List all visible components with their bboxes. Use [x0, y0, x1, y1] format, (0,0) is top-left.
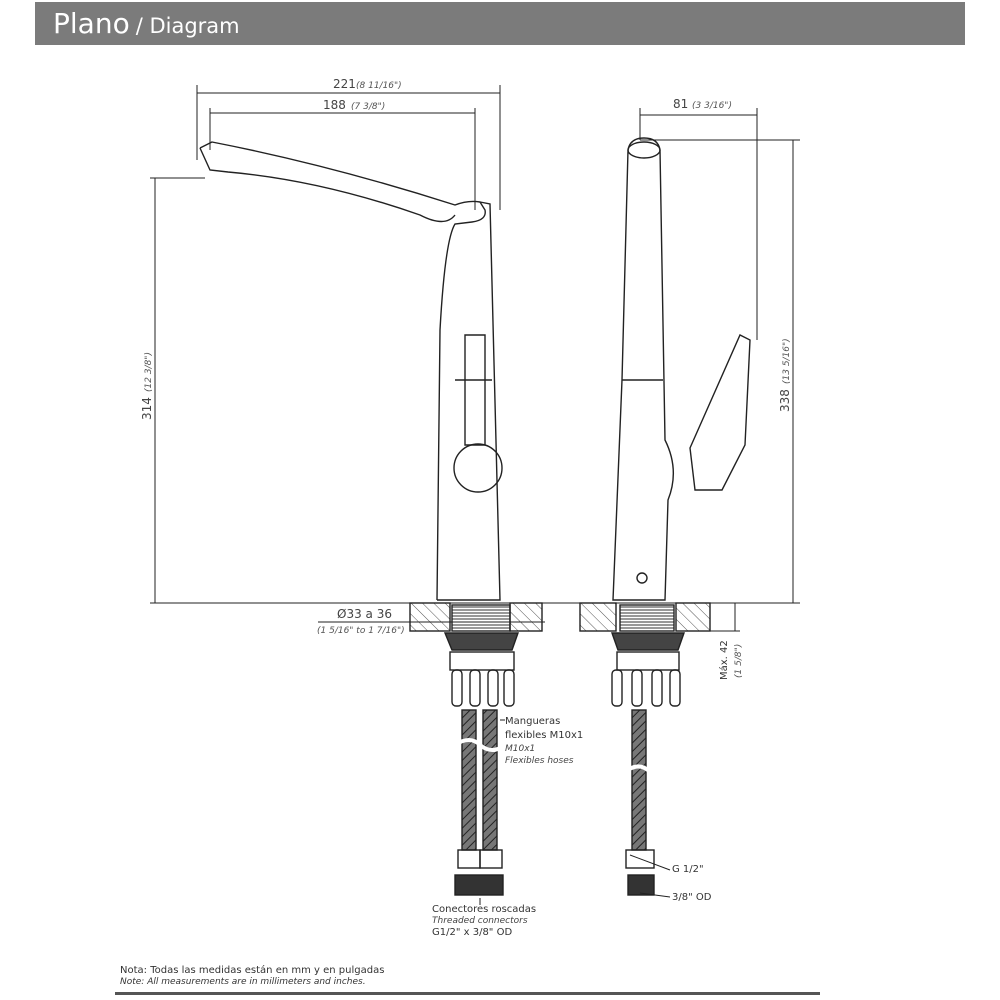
dim-188-in: (7 3/8")	[351, 102, 385, 112]
dim-221-in: (8 11/16")	[356, 81, 402, 91]
side-view	[612, 137, 751, 601]
dim-338-in: (13 5/16")	[782, 338, 792, 384]
dim-max-42: Máx. 42	[718, 640, 730, 680]
body	[437, 201, 501, 601]
side-lever	[689, 334, 751, 491]
note-en: Note: All measurements are in millimeter…	[120, 977, 366, 987]
footnote: Nota: Todas las medidas están en mm y en…	[120, 965, 384, 988]
hose-side	[631, 709, 647, 851]
dim-188: 188	[323, 98, 346, 112]
dim-338: 338	[778, 389, 792, 412]
handle-knob	[453, 443, 503, 493]
connectors-size: G1/2" x 3/8" OD	[432, 927, 512, 938]
hoses-label-en-1: M10x1	[505, 744, 535, 754]
connectors-label-es: Conectores roscadas	[432, 904, 536, 915]
dimension-lines	[150, 85, 800, 905]
lever	[464, 334, 486, 446]
dim-221: 221	[333, 77, 356, 91]
footer-rule	[115, 992, 820, 995]
header-bar: Plano / Diagram	[35, 2, 965, 45]
spout	[199, 141, 486, 601]
connectors-label-en: Threaded connectors	[432, 916, 528, 926]
hose-left-1	[461, 709, 477, 851]
side-body	[612, 137, 674, 601]
header-title: Plano	[53, 7, 130, 40]
front-view	[199, 141, 503, 601]
dim-81: 81	[673, 97, 688, 111]
header-subtitle: / Diagram	[135, 14, 240, 38]
dim-hole: Ø33 a 36	[337, 607, 392, 621]
dim-81-in: (3 3/16")	[692, 101, 732, 111]
dim-hole-in: (1 5/16" to 1 7/16")	[317, 626, 405, 636]
hoses-label-es-2: flexibles M10x1	[505, 730, 583, 741]
hoses-label-en-2: Flexibles hoses	[505, 756, 574, 766]
thread-g-label: G 1/2"	[672, 864, 704, 875]
thread-od-label: 3/8" OD	[672, 892, 712, 903]
dim-max-42-in: (1 5/8")	[734, 644, 744, 678]
hose-left-2	[482, 709, 498, 851]
dim-314-in: (12 3/8")	[144, 352, 154, 392]
hoses-label-es-1: Mangueras	[505, 716, 560, 727]
nut-grips	[451, 669, 681, 707]
dim-314: 314	[140, 397, 154, 420]
note-es: Nota: Todas las medidas están en mm y en…	[120, 965, 385, 976]
